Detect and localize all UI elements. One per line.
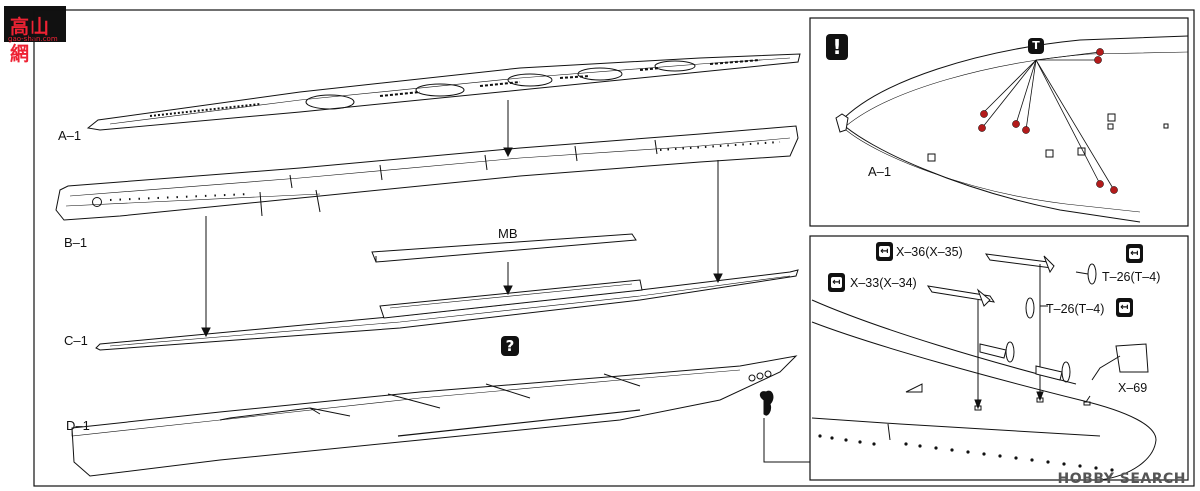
hull-part-b1 xyxy=(55,125,799,221)
site-logo: 高山網 gao-shan.com xyxy=(4,6,66,65)
sheet-frame xyxy=(33,9,1195,487)
question-icon: ? xyxy=(501,336,519,356)
part-label-mb: MB xyxy=(498,226,518,241)
runner-badge-t26-right: ↤ xyxy=(1126,244,1143,263)
detail-label-a1: A–1 xyxy=(868,164,892,179)
tool-icon: T xyxy=(1028,38,1044,54)
callout-x36: X–36(X–35) xyxy=(896,245,963,259)
callout-x33: X–33(X–34) xyxy=(850,276,917,290)
bow-hull-detail xyxy=(811,253,1157,481)
part-label-c1: C–1 xyxy=(64,333,88,348)
part-label-d1: D–1 xyxy=(66,418,90,433)
assembly-arrows-detail xyxy=(974,391,1044,410)
bow-deck-detail xyxy=(835,35,1189,223)
part-mb xyxy=(371,233,637,263)
site-logo-url: gao-shan.com xyxy=(8,35,58,43)
runner-badge-x33: ↤ xyxy=(828,273,845,292)
site-logo-text: 高山網 xyxy=(10,16,51,65)
deck-part-a1 xyxy=(86,53,801,131)
attention-icon: ! xyxy=(826,34,848,60)
hull-part-d1 xyxy=(71,355,798,477)
detail-markers xyxy=(978,48,1118,194)
deck-part-c1 xyxy=(95,269,799,351)
hobby-search-watermark: HOBBY SEARCH xyxy=(1057,471,1186,487)
runner-badge-x36: ↤ xyxy=(876,242,893,261)
part-label-a1: A–1 xyxy=(58,128,82,143)
assembly-arrows xyxy=(201,100,723,338)
part-label-b1: B–1 xyxy=(64,235,88,250)
callout-t26-right: T–26(T–4) xyxy=(1102,270,1161,284)
detail-connector xyxy=(759,390,812,463)
runner-badge-t26-mid: ↤ xyxy=(1116,298,1133,317)
callout-x69: X–69 xyxy=(1118,381,1148,395)
callout-t26-mid: T–26(T–4) xyxy=(1046,302,1105,316)
